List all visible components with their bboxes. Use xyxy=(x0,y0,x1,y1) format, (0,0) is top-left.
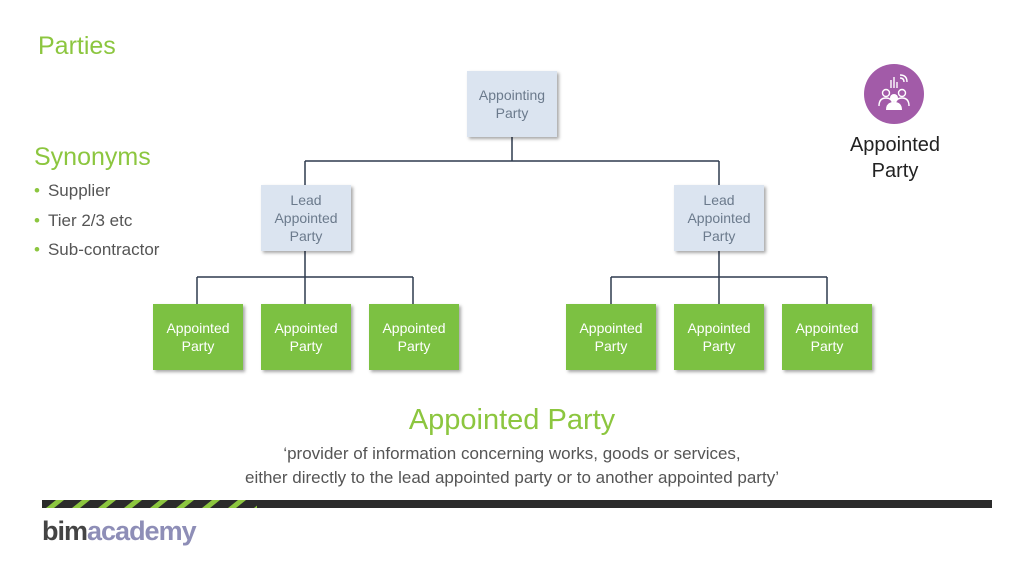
synonyms-list: •Supplier •Tier 2/3 etc •Sub-contractor xyxy=(34,180,159,269)
page-title: Parties xyxy=(38,32,116,60)
synonyms-title: Synonyms xyxy=(34,143,151,171)
synonym-item: •Supplier xyxy=(34,181,111,200)
definition-title: Appointed Party xyxy=(408,404,616,436)
definition-text: ‘provider of information concerning work… xyxy=(245,444,779,487)
synonym-item: •Sub-contractor xyxy=(34,240,160,259)
people-group-icon xyxy=(864,64,924,124)
legend-label: Appointed Party xyxy=(849,134,941,182)
org-chart-connectors xyxy=(196,137,828,304)
bimacademy-logo: bimacademy xyxy=(42,516,197,546)
synonym-item: •Tier 2/3 etc xyxy=(34,210,133,230)
footer-divider xyxy=(42,500,992,508)
